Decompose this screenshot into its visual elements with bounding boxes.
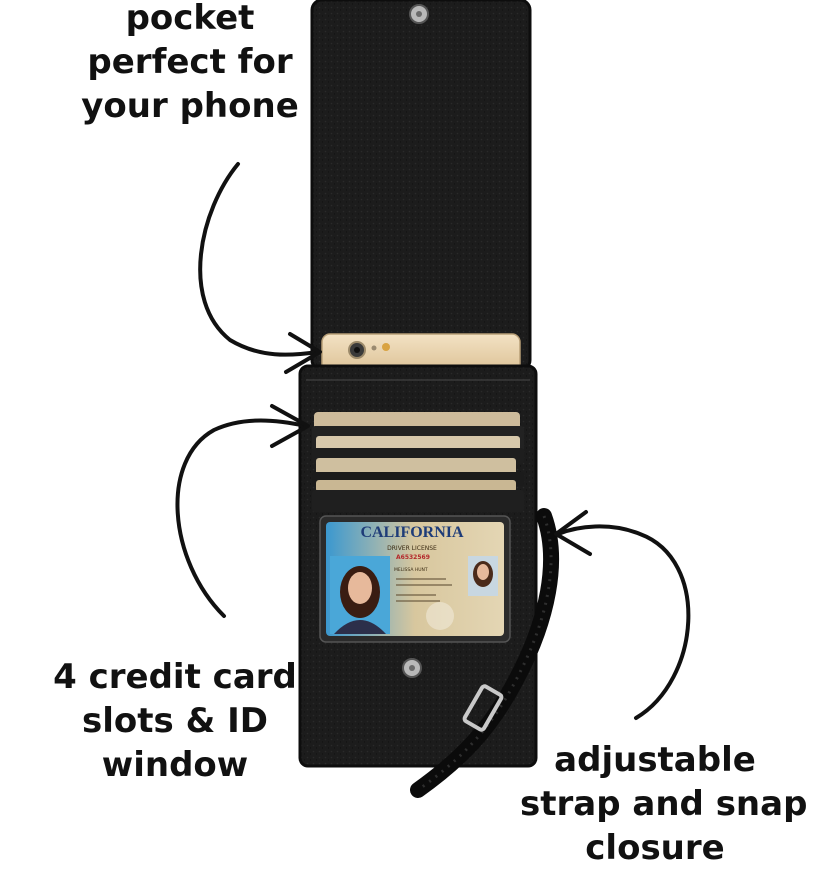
- strap: [410, 508, 560, 798]
- arrow-phone-icon: [198, 162, 322, 374]
- caption-line: strap and snap: [520, 784, 808, 824]
- wallet-body: CALIFORNIA DRIVER LICENSE A6532569 MELIS…: [298, 364, 538, 768]
- card-slot: [316, 480, 516, 492]
- wallet-illustration: CALIFORNIA DRIVER LICENSE A6532569 MELIS…: [175, 0, 691, 798]
- arrow-cards-icon: [175, 404, 310, 618]
- caption-line: your phone: [81, 86, 299, 126]
- caption-card-slots: 4 credit card slots & ID window: [40, 655, 310, 787]
- arrow-strap-icon: [554, 510, 691, 720]
- caption-line: perfect for: [87, 42, 293, 82]
- caption-phone-pocket: pocket perfect for your phone: [70, 0, 310, 128]
- buckle-icon: [462, 684, 504, 732]
- caption-line: window: [101, 745, 249, 785]
- id-license-label: DRIVER LICENSE: [387, 545, 437, 552]
- caption-line: pocket: [125, 0, 255, 38]
- wallet-flap: [310, 0, 532, 372]
- id-state: CALIFORNIA: [360, 524, 464, 541]
- caption-line: slots & ID: [82, 701, 268, 741]
- card-slot: [316, 458, 516, 476]
- id-number: A6532569: [396, 554, 430, 561]
- id-name: MELISSA HUNT: [394, 567, 428, 573]
- caption-line: adjustable: [554, 740, 756, 780]
- caption-line: 4 credit card: [53, 657, 297, 697]
- id-card: CALIFORNIA DRIVER LICENSE A6532569 MELIS…: [326, 522, 504, 636]
